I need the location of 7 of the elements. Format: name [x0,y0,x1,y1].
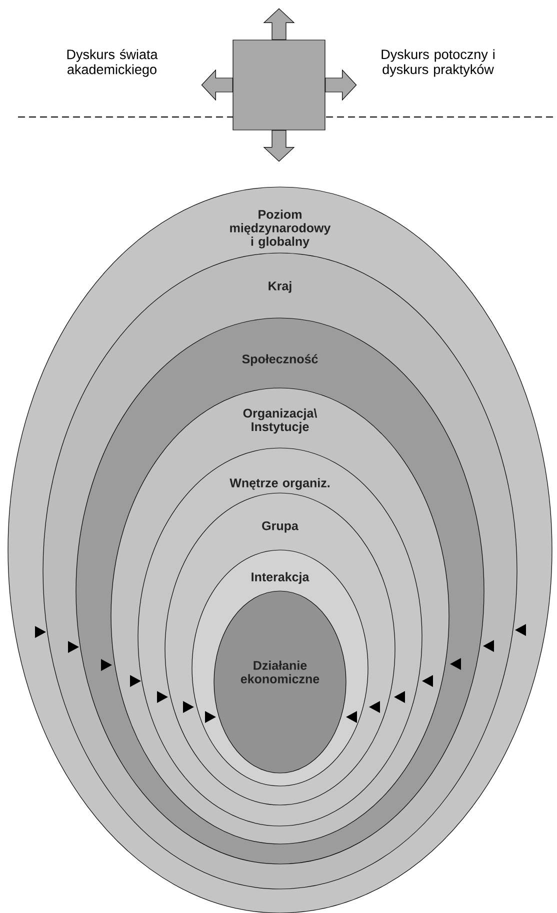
block-arrow [263,8,295,40]
discourse-label: Dyskurs świata akademickiego [67,49,158,77]
block-arrow [325,69,357,101]
block-arrow [263,130,295,162]
square-box [232,40,326,130]
discourse-label: Dyskurs potoczny i dyskurs praktyków [382,49,494,77]
block-arrow [201,69,233,101]
